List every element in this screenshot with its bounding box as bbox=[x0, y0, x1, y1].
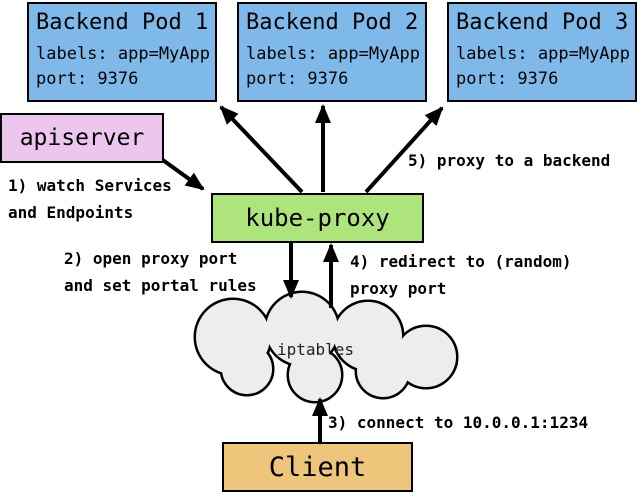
apiserver-box: apiserver bbox=[0, 113, 164, 163]
annotation-step2-line2: and set portal rules bbox=[64, 276, 257, 295]
kube-proxy-label: kube-proxy bbox=[245, 204, 390, 232]
backend-pod-2-title: Backend Pod 2 bbox=[246, 10, 419, 35]
backend-pod-3-title: Backend Pod 3 bbox=[456, 10, 629, 35]
annotation-step3: 3) connect to 10.0.0.1:1234 bbox=[328, 409, 588, 436]
annotation-step4-line1: 4) redirect to (random) bbox=[350, 252, 572, 271]
backend-pod-3-labels: labels: app=MyApp bbox=[456, 44, 630, 64]
annotation-step1-line1: 1) watch Services bbox=[8, 176, 172, 195]
arrows bbox=[158, 104, 444, 443]
annotation-step3-line1: 3) connect to 10.0.0.1:1234 bbox=[328, 413, 589, 432]
annotation-step5-line1: 5) proxy to a backend bbox=[408, 151, 611, 170]
iptables-cloud bbox=[193, 290, 459, 404]
backend-pod-1-port: port: 9376 bbox=[36, 69, 139, 89]
backend-pod-2-labels: labels: app=MyApp bbox=[246, 44, 420, 64]
client-label: Client bbox=[268, 451, 367, 483]
annotation-step1: 1) watch Services and Endpoints bbox=[8, 172, 172, 226]
annotation-step2: 2) open proxy port and set portal rules bbox=[64, 245, 257, 299]
backend-pod-1-labels: labels: app=MyApp bbox=[36, 44, 210, 64]
annotation-step5: 5) proxy to a backend bbox=[408, 147, 610, 174]
backend-pod-3-port: port: 9376 bbox=[456, 69, 559, 89]
arrow-kube-proxy-to-pod1 bbox=[219, 105, 304, 194]
backend-pod-1-box: Backend Pod 1 labels: app=MyApp port: 93… bbox=[27, 2, 217, 102]
annotation-step4: 4) redirect to (random) proxy port bbox=[350, 248, 572, 302]
apiserver-label: apiserver bbox=[19, 125, 145, 151]
arrow-kube-proxy-to-pod3 bbox=[364, 106, 444, 194]
kube-proxy-box: kube-proxy bbox=[211, 193, 424, 243]
iptables-label: iptables bbox=[277, 340, 355, 359]
annotation-step4-line2: proxy port bbox=[350, 279, 447, 298]
annotation-step1-line2: and Endpoints bbox=[8, 203, 134, 222]
backend-pod-1-title: Backend Pod 1 bbox=[36, 10, 209, 35]
arrow-apiserver-to-kube-proxy bbox=[158, 156, 205, 191]
backend-pod-2-port: port: 9376 bbox=[246, 69, 349, 89]
annotation-step2-line1: 2) open proxy port bbox=[64, 249, 238, 268]
client-box: Client bbox=[222, 442, 413, 492]
backend-pod-3-box: Backend Pod 3 labels: app=MyApp port: 93… bbox=[447, 2, 637, 102]
backend-pod-2-box: Backend Pod 2 labels: app=MyApp port: 93… bbox=[237, 2, 427, 102]
